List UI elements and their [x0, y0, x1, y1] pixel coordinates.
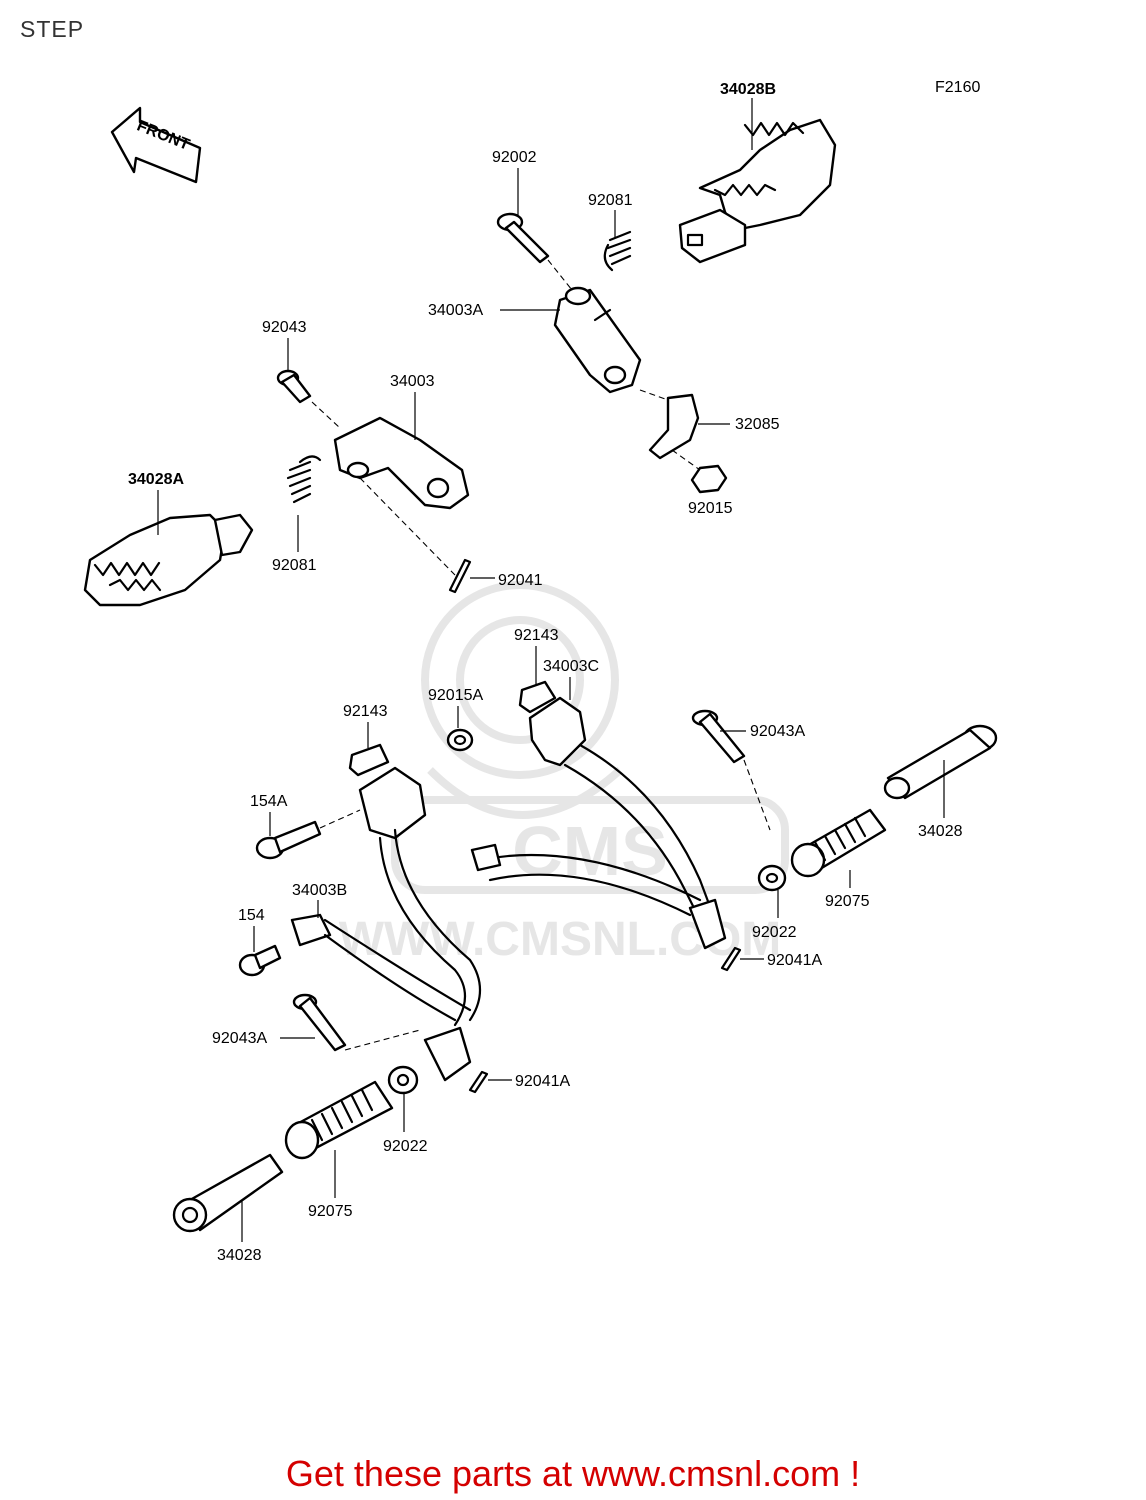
- cotter-92041a-left-drawing: [468, 1070, 489, 1094]
- label-92081-top: 92081: [588, 192, 633, 209]
- pin-92002-drawing: [496, 212, 581, 301]
- footpeg-34028a-drawing: [83, 513, 254, 607]
- cotter-92041-drawing: [448, 558, 472, 594]
- spring-92081-left-drawing: [286, 455, 322, 504]
- label-92043: 92043: [262, 319, 307, 336]
- pin-92043-drawing: [276, 369, 341, 429]
- grip-92075-right-drawing: [790, 808, 887, 878]
- label-92043a-right: 92043A: [750, 723, 805, 740]
- label-34003b: 34003B: [292, 882, 347, 899]
- label-34003a: 34003A: [428, 302, 483, 319]
- label-92022-right: 92022: [752, 924, 797, 941]
- nut-92015a-drawing: [446, 728, 474, 752]
- washer-92022-left-drawing: [387, 1065, 419, 1095]
- bolt-154-drawing: [238, 944, 282, 977]
- pin-34028-right-drawing: [883, 724, 998, 800]
- label-34028-left: 34028: [217, 1247, 262, 1264]
- pin-92043a-left-drawing: [292, 993, 421, 1052]
- washer-92022-right-drawing: [757, 864, 787, 892]
- bracket-34003a-drawing: [553, 286, 642, 394]
- label-92022-left: 92022: [383, 1138, 428, 1155]
- label-92043a-left: 92043A: [212, 1030, 267, 1047]
- pin-92043a-right-drawing: [691, 709, 771, 831]
- cotter-92041a-right-drawing: [720, 946, 742, 972]
- label-32085: 32085: [735, 416, 780, 433]
- spring-92081-top-drawing: [603, 230, 632, 272]
- label-92041a-left: 92041A: [515, 1073, 570, 1090]
- bolt-154a-drawing: [255, 809, 361, 860]
- label-34028a: 34028A: [128, 471, 184, 488]
- bracket-34003b-drawing: [290, 766, 702, 1082]
- label-34028b: 34028B: [720, 81, 776, 98]
- label-154: 154: [238, 907, 265, 924]
- footer-promo-text: Get these parts at www.cmsnl.com !: [285, 1453, 861, 1494]
- plate-92143-top-drawing: [518, 680, 557, 714]
- page-title: STEP: [20, 16, 85, 42]
- label-34003c: 34003C: [543, 658, 599, 675]
- label-92075-left: 92075: [308, 1203, 353, 1220]
- plate-92143-left-drawing: [348, 743, 390, 777]
- label-92075-right: 92075: [825, 893, 870, 910]
- label-92041a-right: 92041A: [767, 952, 822, 969]
- footpeg-34028b-drawing: [678, 118, 837, 264]
- label-92015a: 92015A: [428, 687, 483, 704]
- figure-code: F2160: [935, 79, 980, 96]
- label-92002: 92002: [492, 149, 537, 166]
- bracket-34003-drawing: [333, 416, 470, 576]
- label-92015: 92015: [688, 500, 733, 517]
- plate-32085-drawing: [639, 389, 700, 460]
- label-34003: 34003: [390, 373, 435, 390]
- label-92143-left: 92143: [343, 703, 388, 720]
- label-92081-left: 92081: [272, 557, 317, 574]
- label-34028-right: 34028: [918, 823, 963, 840]
- nut-92015-drawing: [671, 449, 728, 494]
- label-154a: 154A: [250, 793, 288, 810]
- grip-92075-left-drawing: [284, 1080, 394, 1160]
- pin-34028-left-drawing: [172, 1153, 284, 1233]
- label-92041: 92041: [498, 572, 543, 589]
- bracket-34003c-drawing: [528, 696, 727, 950]
- front-arrow-icon: FRONT: [110, 106, 202, 184]
- watermark-text: CMS: [512, 812, 668, 890]
- label-92143-top: 92143: [514, 627, 559, 644]
